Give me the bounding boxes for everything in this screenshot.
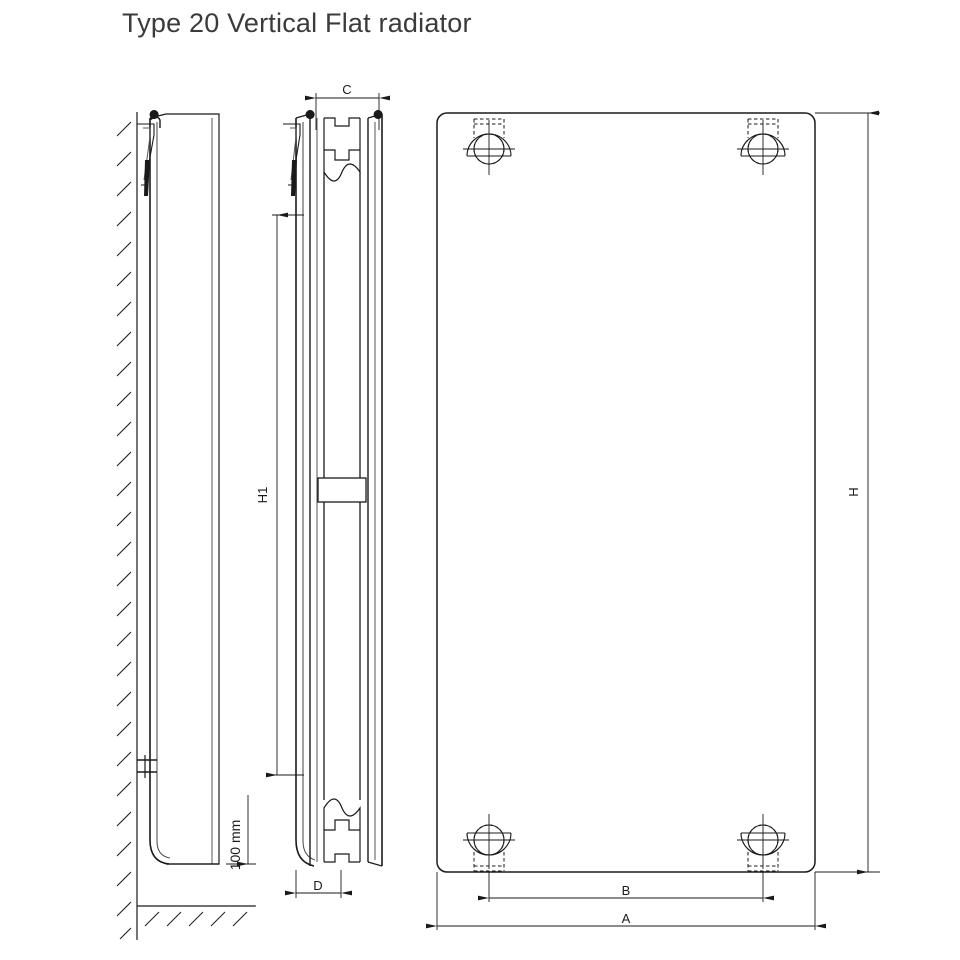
radiator-profile-left-view bbox=[149, 113, 220, 865]
wall-bracket-bottom bbox=[137, 755, 157, 778]
dimension-label-width-overall: A bbox=[622, 911, 631, 926]
dimension-label-depth-bottom: D bbox=[313, 878, 322, 893]
dimension-height-overall: H bbox=[815, 110, 880, 875]
dimension-depth-top: C bbox=[305, 82, 390, 130]
dimension-label-bracket-centres: B bbox=[622, 883, 631, 898]
wall-bracket-top bbox=[137, 110, 161, 196]
radiator-front-panel bbox=[436, 112, 816, 873]
view-side-section-left: 100 mm bbox=[116, 110, 256, 940]
dimension-bracket-centres: B bbox=[478, 872, 774, 902]
view-front-elevation: H B A bbox=[426, 110, 880, 930]
dimension-floor-clearance: 100 mm bbox=[226, 795, 256, 907]
dimension-label-floor-clearance: 100 mm bbox=[227, 820, 243, 871]
section-bottom-connector bbox=[323, 798, 361, 863]
wall-hatching bbox=[116, 121, 132, 940]
dimension-label-depth-top: C bbox=[342, 82, 351, 97]
page-title: Type 20 Vertical Flat radiator bbox=[122, 8, 472, 38]
bracket-top-right bbox=[737, 118, 789, 175]
bracket-bottom-left bbox=[463, 814, 515, 872]
section-central-channel bbox=[317, 172, 367, 800]
bracket-top-left bbox=[463, 118, 515, 175]
section-rear-panel bbox=[283, 110, 318, 867]
bracket-bottom-right bbox=[737, 814, 789, 872]
section-front-panel bbox=[367, 110, 383, 867]
dimension-depth-bottom: D bbox=[285, 870, 352, 898]
dimension-width-overall: A bbox=[426, 872, 826, 930]
dimension-label-height-panel: H1 bbox=[255, 487, 270, 504]
view-side-section-middle: C bbox=[255, 82, 390, 898]
dimension-height-panel: H1 bbox=[255, 212, 304, 778]
section-top-connector bbox=[323, 117, 361, 182]
dimension-label-height-overall: H bbox=[846, 487, 861, 496]
floor-hatching bbox=[144, 911, 248, 927]
